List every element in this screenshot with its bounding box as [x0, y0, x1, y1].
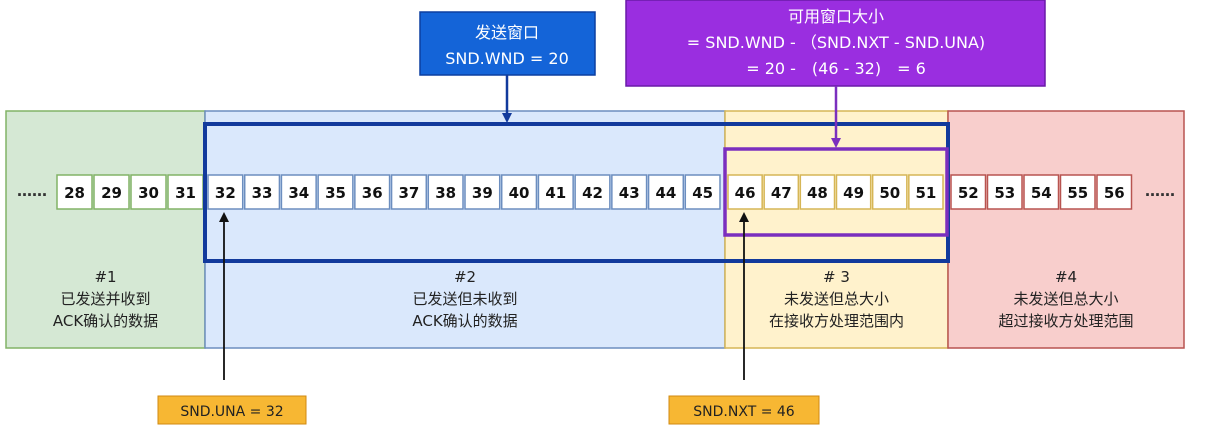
seq-cell [647, 174, 685, 210]
region-3-label-line: 未发送但总大小 [784, 290, 889, 308]
seq-cell [799, 174, 836, 210]
seq-cell [684, 174, 721, 210]
seq-number: 50 [879, 184, 900, 202]
region-4-label-line: 未发送但总大小 [1013, 290, 1118, 308]
region-2-label-line: 已发送但未收到 [412, 290, 517, 308]
seq-number: 42 [582, 184, 603, 202]
seq-cell [1059, 174, 1096, 210]
seq-cell [56, 174, 93, 210]
seq-number: 44 [655, 184, 676, 202]
region-4-background [947, 110, 1185, 349]
seq-number: 32 [215, 184, 236, 202]
left-ellipsis: …… [17, 182, 47, 200]
region-2-label-line: #2 [454, 268, 476, 286]
seq-cell [574, 174, 611, 210]
usable-window-title: 可用窗口大小 [788, 7, 884, 26]
region-2-label-line: ACK确认的数据 [412, 312, 517, 330]
seq-cell [243, 174, 281, 210]
seq-number: 38 [435, 184, 456, 202]
usable-window-result: = 20 - (46 - 32) = 6 [746, 59, 926, 78]
seq-cell [1023, 174, 1060, 210]
seq-number: 34 [288, 184, 309, 202]
seq-number: 56 [1104, 184, 1125, 202]
seq-number: 52 [958, 184, 979, 202]
seq-cell [130, 174, 167, 210]
seq-number: 31 [175, 184, 196, 202]
region-3-label-line: # 3 [823, 268, 850, 286]
seq-cell [464, 174, 501, 210]
seq-number: 51 [915, 184, 936, 202]
seq-number: 28 [64, 184, 85, 202]
usable-window-callout [625, 0, 1046, 87]
region-4-label-line: #4 [1055, 268, 1077, 286]
usable-window-frame [723, 147, 949, 237]
region-1-label-line: #1 [94, 268, 116, 286]
seq-number: 47 [771, 184, 792, 202]
seq-cell [354, 174, 391, 210]
seq-number: 55 [1067, 184, 1088, 202]
seq-cell [93, 174, 130, 210]
pointer-label-box [668, 395, 820, 425]
region-4-label-line: 超过接收方处理范围 [998, 312, 1133, 330]
seq-cell [763, 174, 800, 210]
seq-number: 46 [735, 184, 756, 202]
seq-cell [871, 174, 908, 210]
pointer-label-box [157, 395, 307, 425]
seq-number: 29 [101, 184, 122, 202]
seq-number: 41 [545, 184, 566, 202]
seq-number: 30 [138, 184, 159, 202]
seq-number: 36 [362, 184, 383, 202]
usable-window-formula: = SND.WND - （SND.NXT - SND.UNA) [687, 33, 985, 52]
seq-cell [1096, 174, 1133, 210]
seq-number: 35 [325, 184, 346, 202]
seq-cell [427, 174, 464, 210]
seq-number: 48 [807, 184, 828, 202]
seq-cell [727, 174, 763, 210]
seq-cell [835, 174, 872, 210]
seq-number: 40 [509, 184, 530, 202]
region-1-background [5, 110, 206, 349]
seq-number: 53 [994, 184, 1015, 202]
seq-number: 54 [1031, 184, 1052, 202]
seq-cell [950, 174, 987, 210]
seq-cell [280, 174, 317, 210]
seq-number: 45 [692, 184, 713, 202]
seq-cell [500, 174, 538, 210]
seq-number: 39 [472, 184, 493, 202]
seq-cell [390, 174, 428, 210]
seq-cell [908, 174, 944, 210]
pointer-label: SND.UNA = 32 [180, 404, 283, 420]
right-ellipsis: …… [1145, 182, 1175, 200]
pointer-label: SND.NXT = 46 [693, 404, 794, 420]
seq-number: 33 [252, 184, 273, 202]
region-1-label-line: ACK确认的数据 [53, 312, 158, 330]
send-window-title: 发送窗口 [475, 23, 539, 42]
seq-cell [986, 174, 1023, 210]
seq-number: 43 [619, 184, 640, 202]
region-1-label-line: 已发送并收到 [60, 290, 150, 308]
send-window-value: SND.WND = 20 [445, 49, 569, 68]
seq-cell [537, 174, 574, 210]
seq-cell [611, 174, 648, 210]
region-2-background [204, 110, 726, 349]
region-3-label-line: 在接收方处理范围内 [769, 312, 904, 330]
seq-number: 37 [398, 184, 419, 202]
seq-number: 49 [843, 184, 864, 202]
seq-cell [207, 174, 244, 210]
seq-cell [167, 174, 204, 210]
seq-cell [317, 174, 354, 210]
send-window-callout [419, 11, 596, 76]
